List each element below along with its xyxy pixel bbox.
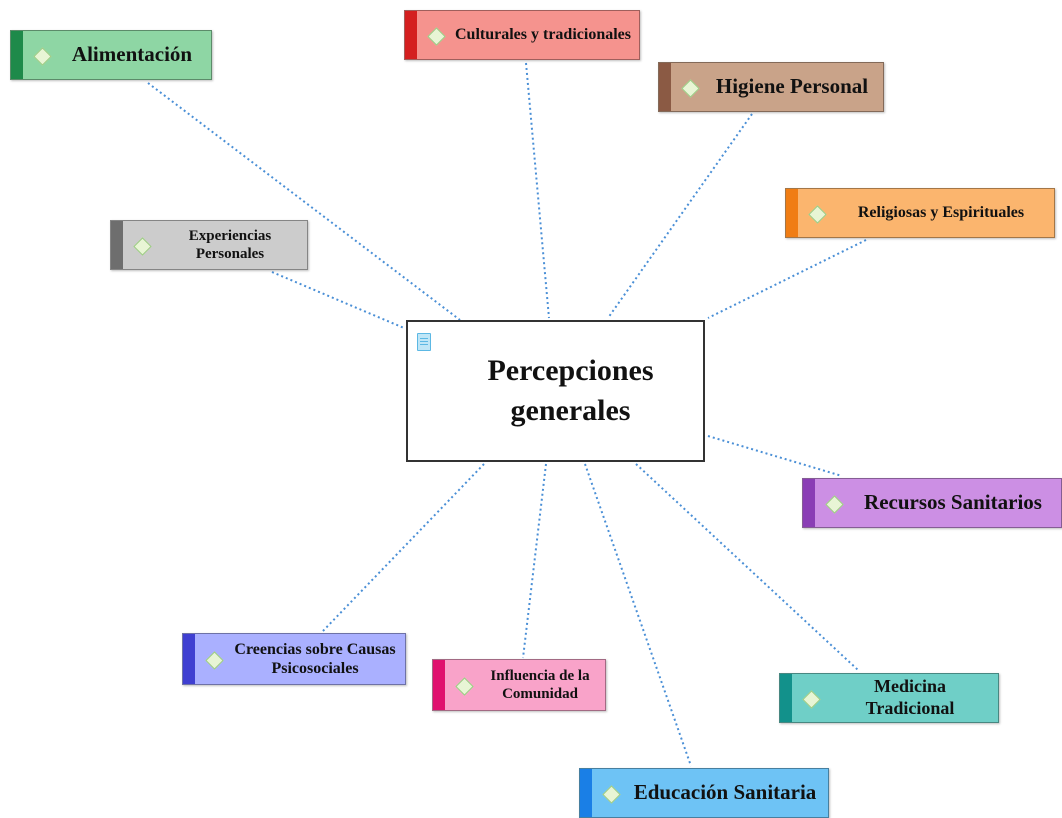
topic-node-creencias[interactable]: Creencias sobre Causas Psicosociales	[182, 633, 406, 685]
topic-node-medicina[interactable]: Medicina Tradicional	[779, 673, 999, 723]
topic-accent-bar	[11, 31, 23, 79]
connector-recursos	[707, 435, 843, 477]
topic-node-culturales[interactable]: Culturales y tradicionales	[404, 10, 640, 60]
topic-accent-bar	[580, 769, 592, 817]
topic-label: Influencia de la Comunidad	[490, 668, 590, 702]
topic-accent-bar	[183, 634, 195, 684]
topic-label: Creencias sobre Causas Psicosociales	[234, 640, 396, 677]
connector-influencia	[522, 463, 547, 659]
central-topic-title: Percepciones generales	[487, 353, 654, 428]
topic-accent-bar	[405, 11, 417, 59]
connector-experiencias	[271, 271, 405, 329]
topic-accent-bar	[111, 221, 123, 269]
diamond-icon	[205, 650, 224, 670]
topic-node-influencia[interactable]: Influencia de la Comunidad	[432, 659, 606, 711]
connector-alimentacion	[147, 82, 461, 321]
diamond-icon	[455, 676, 474, 696]
diamond-icon	[33, 46, 52, 66]
topic-accent-bar	[786, 189, 798, 237]
topic-label: Higiene Personal	[715, 74, 869, 99]
topic-accent-bar	[433, 660, 445, 710]
topic-node-educacion[interactable]: Educación Sanitaria	[579, 768, 829, 818]
diamond-icon	[133, 236, 152, 256]
diamond-icon	[802, 689, 821, 709]
topic-node-alimentacion[interactable]: Alimentación	[10, 30, 212, 80]
diamond-icon	[825, 494, 844, 514]
topic-label: Educación Sanitaria	[633, 780, 817, 805]
topic-label: Recursos Sanitarios	[864, 490, 1042, 515]
connector-creencias	[321, 463, 485, 633]
diamond-icon	[808, 204, 827, 224]
diamond-icon	[602, 784, 621, 804]
document-icon	[417, 333, 431, 351]
connector-higiene	[607, 113, 753, 319]
diamond-icon	[427, 26, 446, 46]
topic-accent-bar	[780, 674, 792, 722]
diamond-icon	[681, 78, 700, 98]
connector-educacion	[584, 463, 692, 767]
connector-medicina	[635, 463, 859, 671]
topic-node-higiene[interactable]: Higiene Personal	[658, 62, 884, 112]
topic-accent-bar	[659, 63, 671, 111]
topic-label: Alimentación	[71, 42, 193, 67]
central-topic-node[interactable]: Percepciones generales	[406, 320, 705, 462]
topic-accent-bar	[803, 479, 815, 527]
topic-label: Medicina Tradicional	[865, 676, 955, 718]
topic-label: Religiosas y Espirituales	[857, 204, 1025, 222]
topic-node-recursos[interactable]: Recursos Sanitarios	[802, 478, 1062, 528]
topic-label: Culturales y tradicionales	[455, 26, 631, 44]
connector-culturales	[525, 62, 550, 319]
topic-node-religiosas[interactable]: Religiosas y Espirituales	[785, 188, 1055, 238]
topic-label: Experiencias Personales	[188, 228, 272, 262]
topic-node-experiencias[interactable]: Experiencias Personales	[110, 220, 308, 270]
connector-religiosas	[707, 239, 867, 319]
